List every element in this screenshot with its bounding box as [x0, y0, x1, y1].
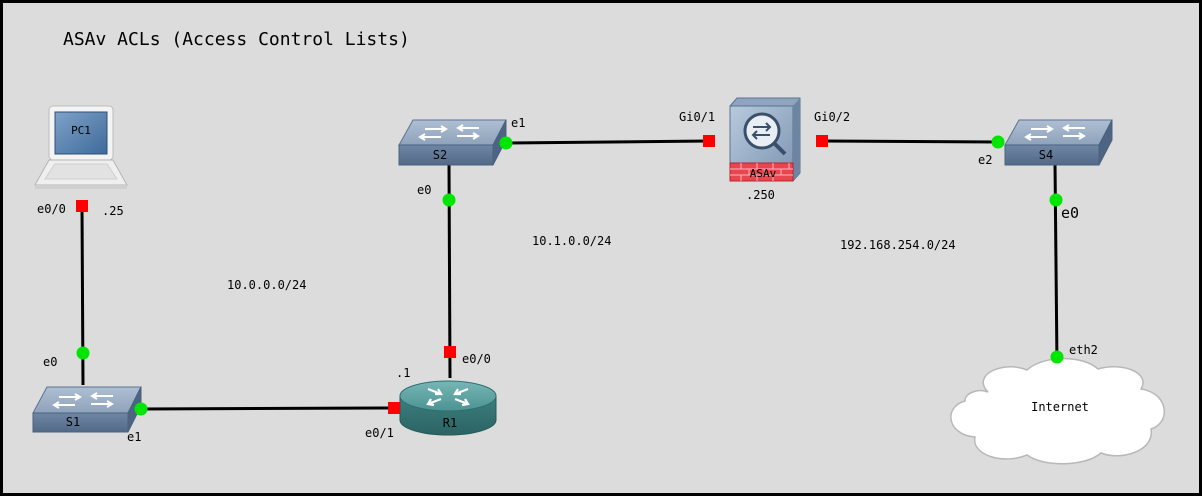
- port-label-s1-e1: e1: [127, 430, 142, 444]
- topology-diagram: PC1 S1: [32, 97, 1166, 465]
- port-label-internet-eth2: eth2: [1069, 343, 1098, 357]
- s2-label: S2: [433, 148, 447, 162]
- link-asav-s4: [821, 139, 999, 144]
- port-r1-e01-marker[interactable]: [388, 402, 400, 414]
- router-icon[interactable]: R1: [399, 380, 497, 436]
- switch-icon[interactable]: S4: [1004, 119, 1113, 166]
- s1-label: S1: [66, 415, 80, 429]
- page-title: ASAv ACLs (Access Control Lists): [63, 29, 410, 50]
- laptop-icon[interactable]: PC1: [34, 105, 128, 189]
- pc1-label: PC1: [71, 124, 91, 137]
- port-s2-e1-marker[interactable]: [499, 136, 513, 150]
- links: [80, 139, 1059, 411]
- internet-label: Internet: [1031, 400, 1089, 414]
- network-label-10-1: 10.1.0.0/24: [532, 234, 612, 248]
- port-s2-e0-marker[interactable]: [442, 193, 456, 207]
- port-internet-eth2-marker[interactable]: [1050, 350, 1064, 364]
- port-s1-e1-marker[interactable]: [134, 402, 148, 416]
- ip-label-asav: .250: [746, 188, 775, 202]
- port-label-pc1-e00: e0/0: [37, 202, 66, 216]
- link-s4-internet: [1053, 162, 1059, 366]
- port-label-asav-gi01: Gi0/1: [679, 110, 716, 124]
- ip-label-pc1: .25: [102, 204, 124, 218]
- port-label-s1-e0: e0: [43, 355, 58, 369]
- port-s4-e2-marker[interactable]: [991, 135, 1005, 149]
- network-label-192-168: 192.168.254.0/24: [840, 238, 956, 252]
- port-label-asav-gi02: Gi0/2: [814, 110, 851, 124]
- r1-label: R1: [443, 416, 457, 430]
- port-label-s2-e0: e0: [417, 183, 432, 197]
- port-asav-gi02-marker[interactable]: [816, 135, 828, 147]
- port-asav-gi01-marker[interactable]: [703, 135, 715, 147]
- s4-label: S4: [1039, 148, 1053, 162]
- port-s1-e0-marker[interactable]: [76, 346, 90, 360]
- port-r1-e00-marker[interactable]: [444, 346, 456, 358]
- firewall-icon[interactable]: ASAv: [729, 97, 801, 182]
- cloud-icon[interactable]: Internet: [950, 357, 1166, 465]
- port-label-s4-e0: e0: [1061, 204, 1080, 222]
- network-label-10-0: 10.0.0.0/24: [227, 278, 307, 292]
- ip-label-r1: .1: [396, 366, 411, 380]
- port-label-s2-e1: e1: [511, 116, 526, 130]
- port-label-r1-e01: e0/1: [365, 426, 394, 440]
- port-label-r1-e00: e0/0: [462, 352, 491, 366]
- asav-label: ASAv: [750, 167, 777, 180]
- port-s4-e0-marker[interactable]: [1049, 193, 1063, 207]
- switch-icon[interactable]: S2: [398, 119, 507, 166]
- switch-icon[interactable]: S1: [32, 386, 142, 433]
- port-markers: [76, 135, 1064, 416]
- link-s1-r1: [140, 406, 396, 411]
- port-label-s4-e2: e2: [978, 153, 993, 167]
- port-pc1-e00-marker[interactable]: [76, 200, 88, 212]
- link-s2-asav: [505, 139, 710, 145]
